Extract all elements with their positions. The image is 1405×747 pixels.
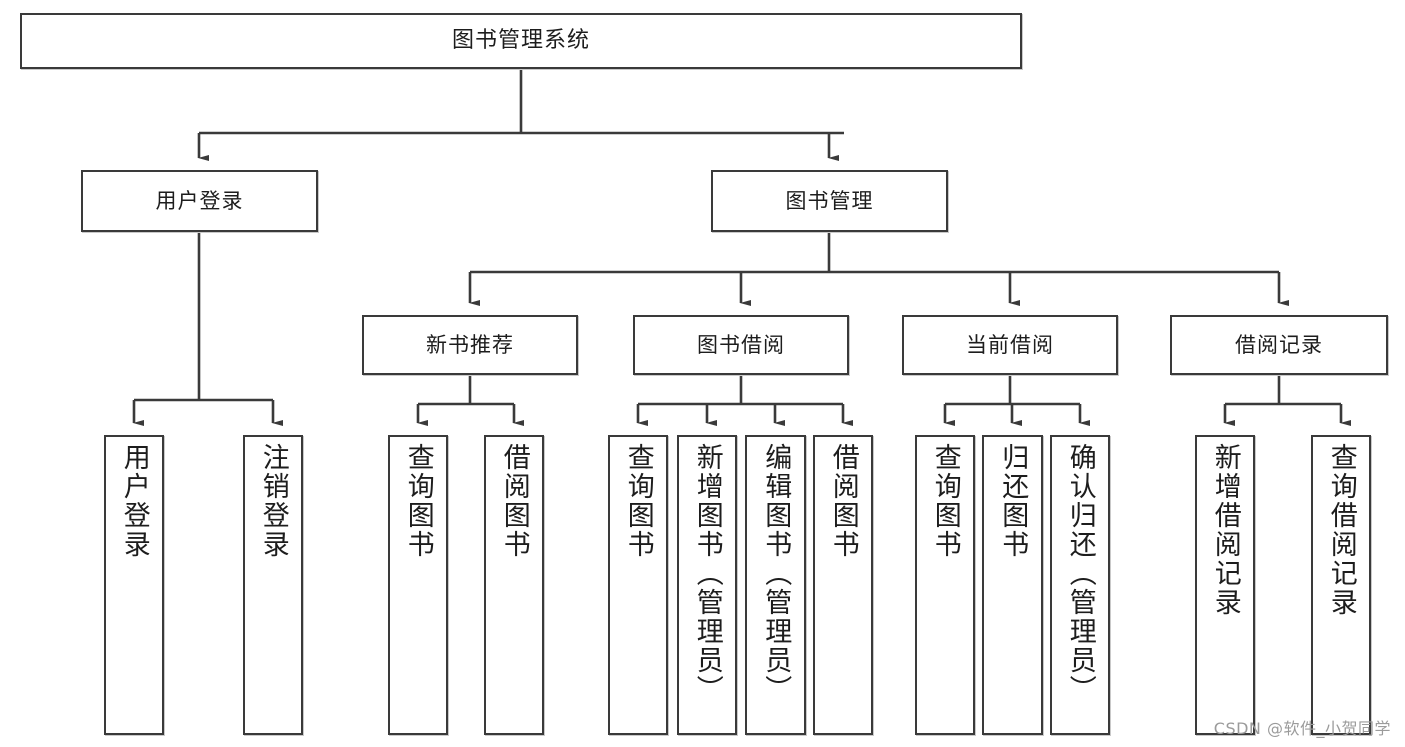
node-leaf-query-book-cur-label: 查询图书 (929, 443, 961, 559)
node-leaf-query-book-cur[interactable]: 查询图书 (915, 435, 975, 735)
node-new-book-recommend[interactable]: 新书推荐 (362, 315, 578, 375)
node-leaf-return-book[interactable]: 归还图书 (982, 435, 1043, 735)
node-leaf-user-login-label: 用户登录 (118, 443, 150, 559)
node-book-borrow-label: 图书借阅 (697, 332, 785, 357)
node-leaf-return-book-label: 归还图书 (997, 443, 1029, 559)
node-leaf-query-book-rec-label: 查询图书 (402, 443, 434, 559)
node-leaf-query-book-borrow-label: 查询图书 (622, 443, 654, 559)
node-leaf-query-record[interactable]: 查询借阅记录 (1311, 435, 1371, 735)
node-new-book-recommend-label: 新书推荐 (426, 332, 514, 357)
node-leaf-add-record[interactable]: 新增借阅记录 (1195, 435, 1255, 735)
node-leaf-borrow-book-label: 借阅图书 (827, 443, 859, 559)
node-leaf-logout[interactable]: 注销登录 (243, 435, 303, 735)
node-book-manage-label: 图书管理 (785, 188, 874, 213)
node-user-login-label: 用户登录 (155, 188, 244, 213)
node-borrow-record-label: 借阅记录 (1235, 332, 1323, 357)
node-leaf-edit-book[interactable]: 编辑图书（管理员） (745, 435, 806, 735)
node-root[interactable]: 图书管理系统 (20, 13, 1022, 69)
node-leaf-add-book[interactable]: 新增图书（管理员） (677, 435, 737, 735)
node-user-login[interactable]: 用户登录 (81, 170, 318, 232)
node-book-manage[interactable]: 图书管理 (711, 170, 948, 232)
node-leaf-confirm-return[interactable]: 确认归还（管理员） (1050, 435, 1110, 735)
node-root-label: 图书管理系统 (451, 28, 590, 53)
node-borrow-record[interactable]: 借阅记录 (1170, 315, 1388, 375)
node-leaf-borrow-book[interactable]: 借阅图书 (813, 435, 873, 735)
node-leaf-query-record-label: 查询借阅记录 (1325, 443, 1357, 617)
node-leaf-borrow-book-rec[interactable]: 借阅图书 (484, 435, 544, 735)
node-leaf-add-book-label: 新增图书（管理员） (691, 443, 723, 704)
node-book-borrow[interactable]: 图书借阅 (633, 315, 849, 375)
node-leaf-confirm-return-label: 确认归还（管理员） (1064, 443, 1096, 704)
node-leaf-query-book-borrow[interactable]: 查询图书 (608, 435, 668, 735)
node-leaf-edit-book-label: 编辑图书（管理员） (760, 443, 792, 704)
node-leaf-user-login[interactable]: 用户登录 (104, 435, 164, 735)
node-current-borrow-label: 当前借阅 (966, 332, 1054, 357)
node-current-borrow[interactable]: 当前借阅 (902, 315, 1118, 375)
node-leaf-borrow-book-rec-label: 借阅图书 (498, 443, 530, 559)
node-leaf-logout-label: 注销登录 (257, 443, 289, 559)
csdn-watermark: CSDN @软件_小贺同学 (1213, 719, 1391, 738)
node-leaf-add-record-label: 新增借阅记录 (1209, 443, 1241, 617)
node-leaf-query-book-rec[interactable]: 查询图书 (388, 435, 448, 735)
